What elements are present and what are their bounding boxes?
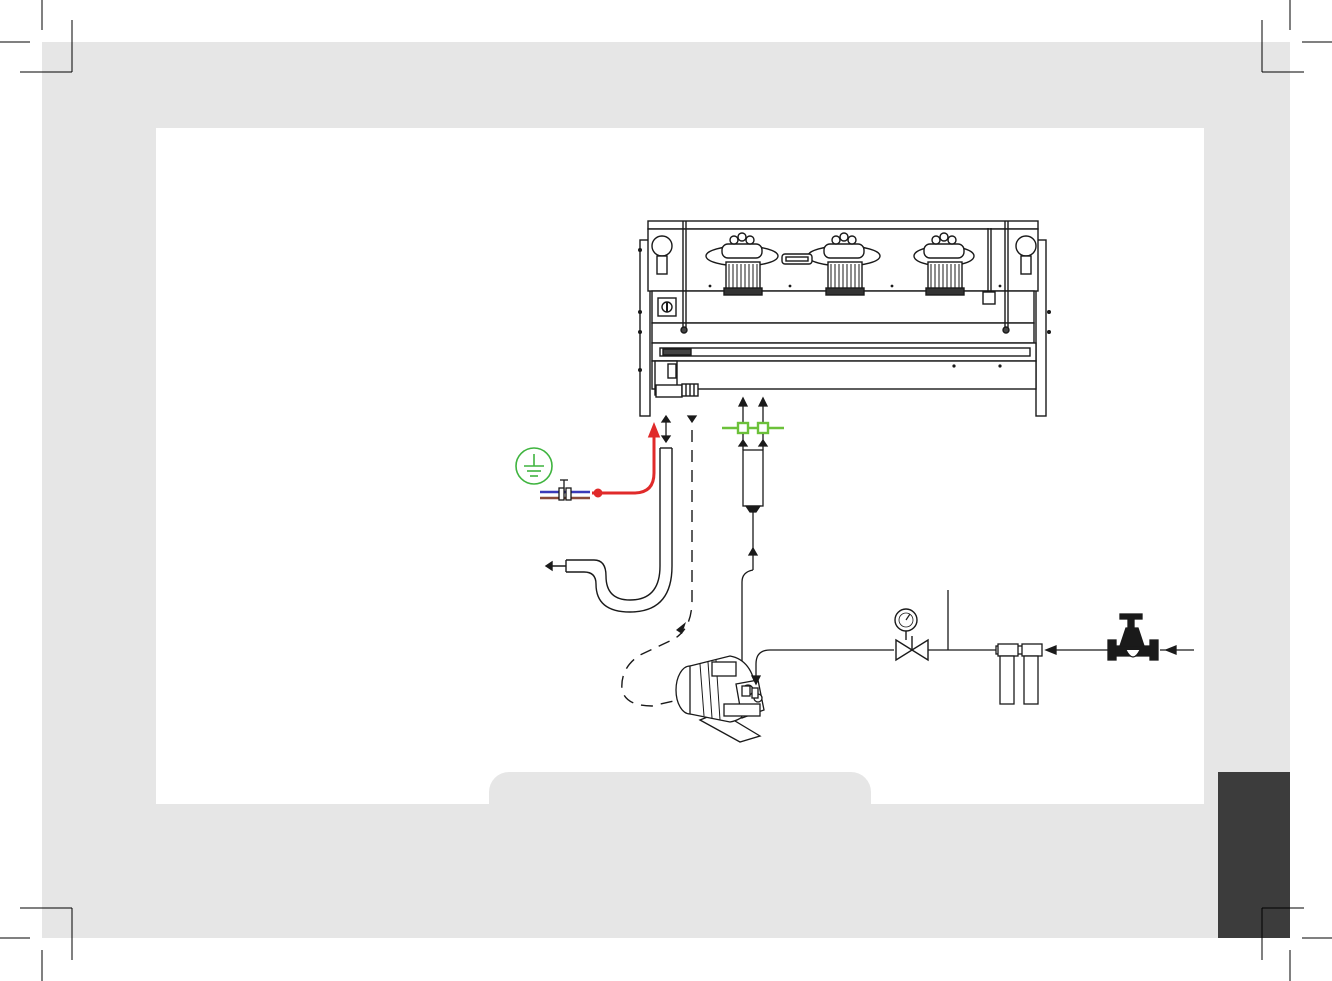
return-arrow [676, 622, 686, 634]
ground-symbol [516, 448, 552, 484]
espresso-machine [638, 221, 1051, 416]
water-softener [739, 434, 767, 680]
check-valve [896, 636, 928, 660]
water-filters [996, 644, 1042, 704]
pump-return-line [622, 430, 692, 706]
inlet-connector [722, 423, 784, 433]
hot-water-line [592, 426, 658, 496]
filter-line [928, 590, 996, 650]
machine-connections [662, 398, 767, 442]
pump-inlet-line [752, 650, 894, 684]
pressure-gauge [895, 609, 917, 640]
water-main-valve [1108, 614, 1158, 660]
electrical-switch [540, 480, 590, 500]
motor-pump [676, 656, 764, 742]
